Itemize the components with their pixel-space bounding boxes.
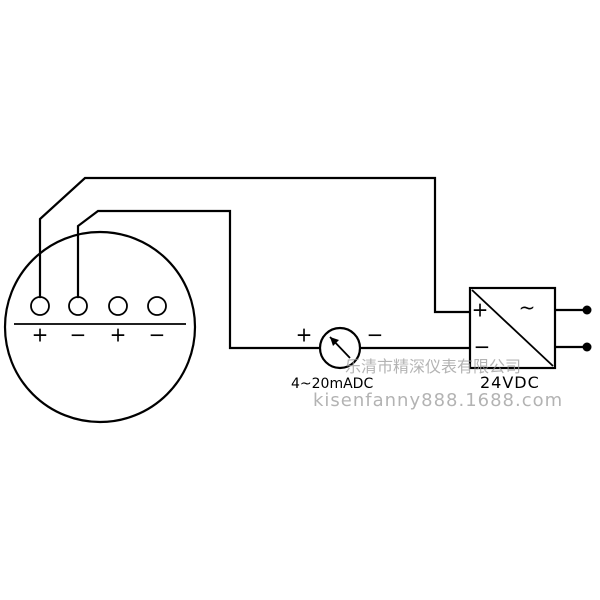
ac-terminal-dot-2 <box>582 342 592 352</box>
watermark-url: kisenfanny888.1688.com <box>313 390 563 411</box>
meter-plus-mark: + <box>296 323 313 347</box>
meter-label: 4~20mADC <box>291 376 373 392</box>
meter-needle-arrow-icon <box>330 337 339 346</box>
psu-ac-symbol: ~ <box>519 296 536 320</box>
psu-diagonal <box>471 289 554 367</box>
watermark-company: 乐清市精深仪表有限公司 <box>345 357 521 376</box>
terminal-1-polarity: + <box>32 323 49 347</box>
wire-transmitter-minus-to-meter-plus <box>76 209 322 350</box>
current-meter: + − 4~20mADC <box>291 323 383 393</box>
terminal-3-polarity: + <box>110 323 127 347</box>
ac-terminal-dot-1 <box>582 305 592 315</box>
transmitter: + − + − <box>3 230 197 424</box>
transmitter-housing <box>3 230 197 424</box>
meter-minus-mark: − <box>367 323 384 347</box>
terminal-3 <box>108 296 128 316</box>
wire-transmitter-plus-to-psu-plus <box>38 176 472 314</box>
power-supply: + − ~ 24VDC <box>468 286 557 392</box>
psu-plus-mark: + <box>472 298 489 322</box>
psu-minus-mark: − <box>474 335 491 359</box>
psu-label: 24VDC <box>480 373 540 392</box>
terminal-4-polarity: − <box>149 323 166 347</box>
terminal-2-polarity: − <box>70 323 87 347</box>
terminal-4 <box>147 296 167 316</box>
